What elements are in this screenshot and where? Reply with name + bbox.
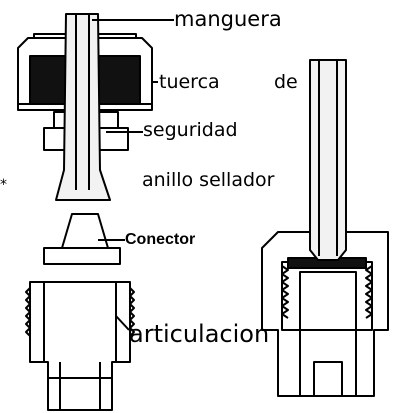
nut-label-cont: de: [274, 71, 298, 93]
assembled-fitting: [261, 59, 389, 397]
connector-part: [43, 213, 121, 265]
seal-ring-label: anillo sellador: [142, 169, 275, 191]
safety-label: seguridad: [143, 119, 238, 141]
nut-label: tuerca: [159, 71, 220, 93]
joint-label: articulacion: [129, 320, 270, 348]
hose-part: [55, 13, 111, 201]
asterisk-marker: *: [0, 177, 7, 193]
joint-leader-line: [115, 315, 130, 331]
joint-part: [25, 281, 135, 411]
connector-label: Conector: [125, 231, 196, 248]
hose-label: manguera: [174, 7, 282, 31]
